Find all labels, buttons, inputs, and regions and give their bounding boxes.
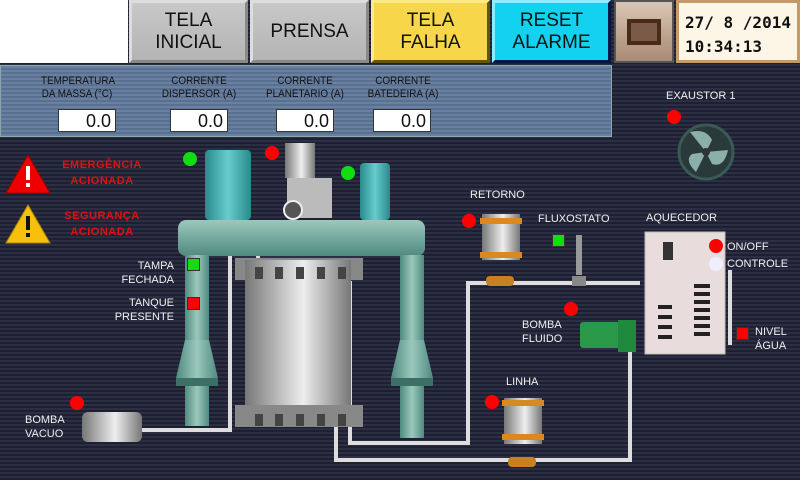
prensa-button[interactable]: PRENSA	[250, 0, 369, 63]
vacuum-pump	[82, 412, 142, 442]
retorno-valve	[480, 214, 522, 286]
temperatura-value: 0.0	[58, 109, 116, 132]
bomba-fluido-label: BOMBA FLUIDO	[522, 319, 563, 345]
linha-led	[485, 395, 499, 409]
controle-led	[709, 257, 723, 271]
batedeira-value: 0.0	[373, 109, 431, 132]
linha-label: LINHA	[506, 376, 539, 388]
time: 10:34:13	[685, 37, 763, 56]
safety-warning-icon	[5, 204, 51, 244]
onoff-label: ON/OFF	[727, 241, 769, 253]
emergencia-alarm-text: EMERGÊNCIA ACIONADA	[62, 159, 142, 187]
aquecedor-heater	[644, 231, 726, 355]
tampa-label: TAMPA FECHADA	[121, 260, 174, 286]
fluxostato-label: FLUXOSTATO	[538, 213, 610, 225]
fluxostato-sensor	[572, 235, 586, 286]
datetime-display: 27/ 8 /2014 10:34:13	[676, 0, 800, 63]
emergency-warning-icon	[5, 154, 51, 194]
batedeira-status-led	[341, 166, 355, 180]
header-blank	[0, 0, 128, 63]
planetario-value: 0.0	[276, 109, 334, 132]
bomba-fluido-pump	[580, 320, 636, 352]
dispersor-value: 0.0	[170, 109, 228, 132]
batedeira-label: CORRENTE BATEDEIRA (A)	[367, 75, 439, 100]
stop-icon	[627, 18, 661, 45]
tela-falha-button[interactable]: TELA FALHA	[371, 0, 490, 63]
batedeira-motor	[360, 163, 390, 220]
retorno-label: RETORNO	[470, 189, 525, 201]
bomba-fluido-led	[564, 302, 578, 316]
tanque-label: TANQUE PRESENTE	[114, 297, 174, 323]
onoff-led	[709, 239, 723, 253]
planetario-status-led	[265, 146, 279, 160]
fluxostato-indicator	[552, 234, 565, 247]
dispersor-motor	[205, 150, 251, 220]
readout-panel: TEMPERATURA DA MASSA (°C) 0.0 CORRENTE D…	[0, 65, 612, 137]
tela-inicial-button[interactable]: TELA INICIAL	[129, 0, 248, 63]
planetario-label: CORRENTE PLANETARIO (A)	[266, 75, 344, 100]
linha-valve	[502, 398, 544, 467]
exit-button[interactable]	[614, 0, 674, 63]
controle-label: CONTROLE	[727, 258, 789, 270]
nivel-agua-label: NIVEL ÁGUA	[755, 326, 787, 352]
tanque-indicator	[187, 297, 200, 310]
reset-alarme-button[interactable]: RESET ALARME	[492, 0, 611, 63]
exaustor-fan-icon	[677, 123, 735, 181]
bomba-vacuo-label: BOMBA VACUO	[25, 414, 65, 440]
seguranca-alarm-text: SEGURANÇA ACIONADA	[64, 210, 140, 238]
temperatura-label: TEMPERATURA DA MASSA (°C)	[41, 75, 116, 100]
tampa-indicator	[187, 258, 200, 271]
exaustor-label: EXAUSTOR 1	[666, 90, 736, 102]
retorno-led	[462, 214, 476, 228]
mixing-tank	[235, 258, 363, 427]
aquecedor-label: AQUECEDOR	[646, 212, 717, 224]
planetario-motor	[283, 143, 332, 220]
date: 27/ 8 /2014	[685, 13, 791, 32]
dispersor-status-led	[183, 152, 197, 166]
dispersor-label: CORRENTE DISPERSOR (A)	[161, 75, 237, 100]
pipes	[140, 248, 732, 462]
bomba-vacuo-led	[70, 396, 84, 410]
nivel-agua-indicator	[736, 327, 749, 340]
exaustor-status-led	[667, 110, 681, 124]
